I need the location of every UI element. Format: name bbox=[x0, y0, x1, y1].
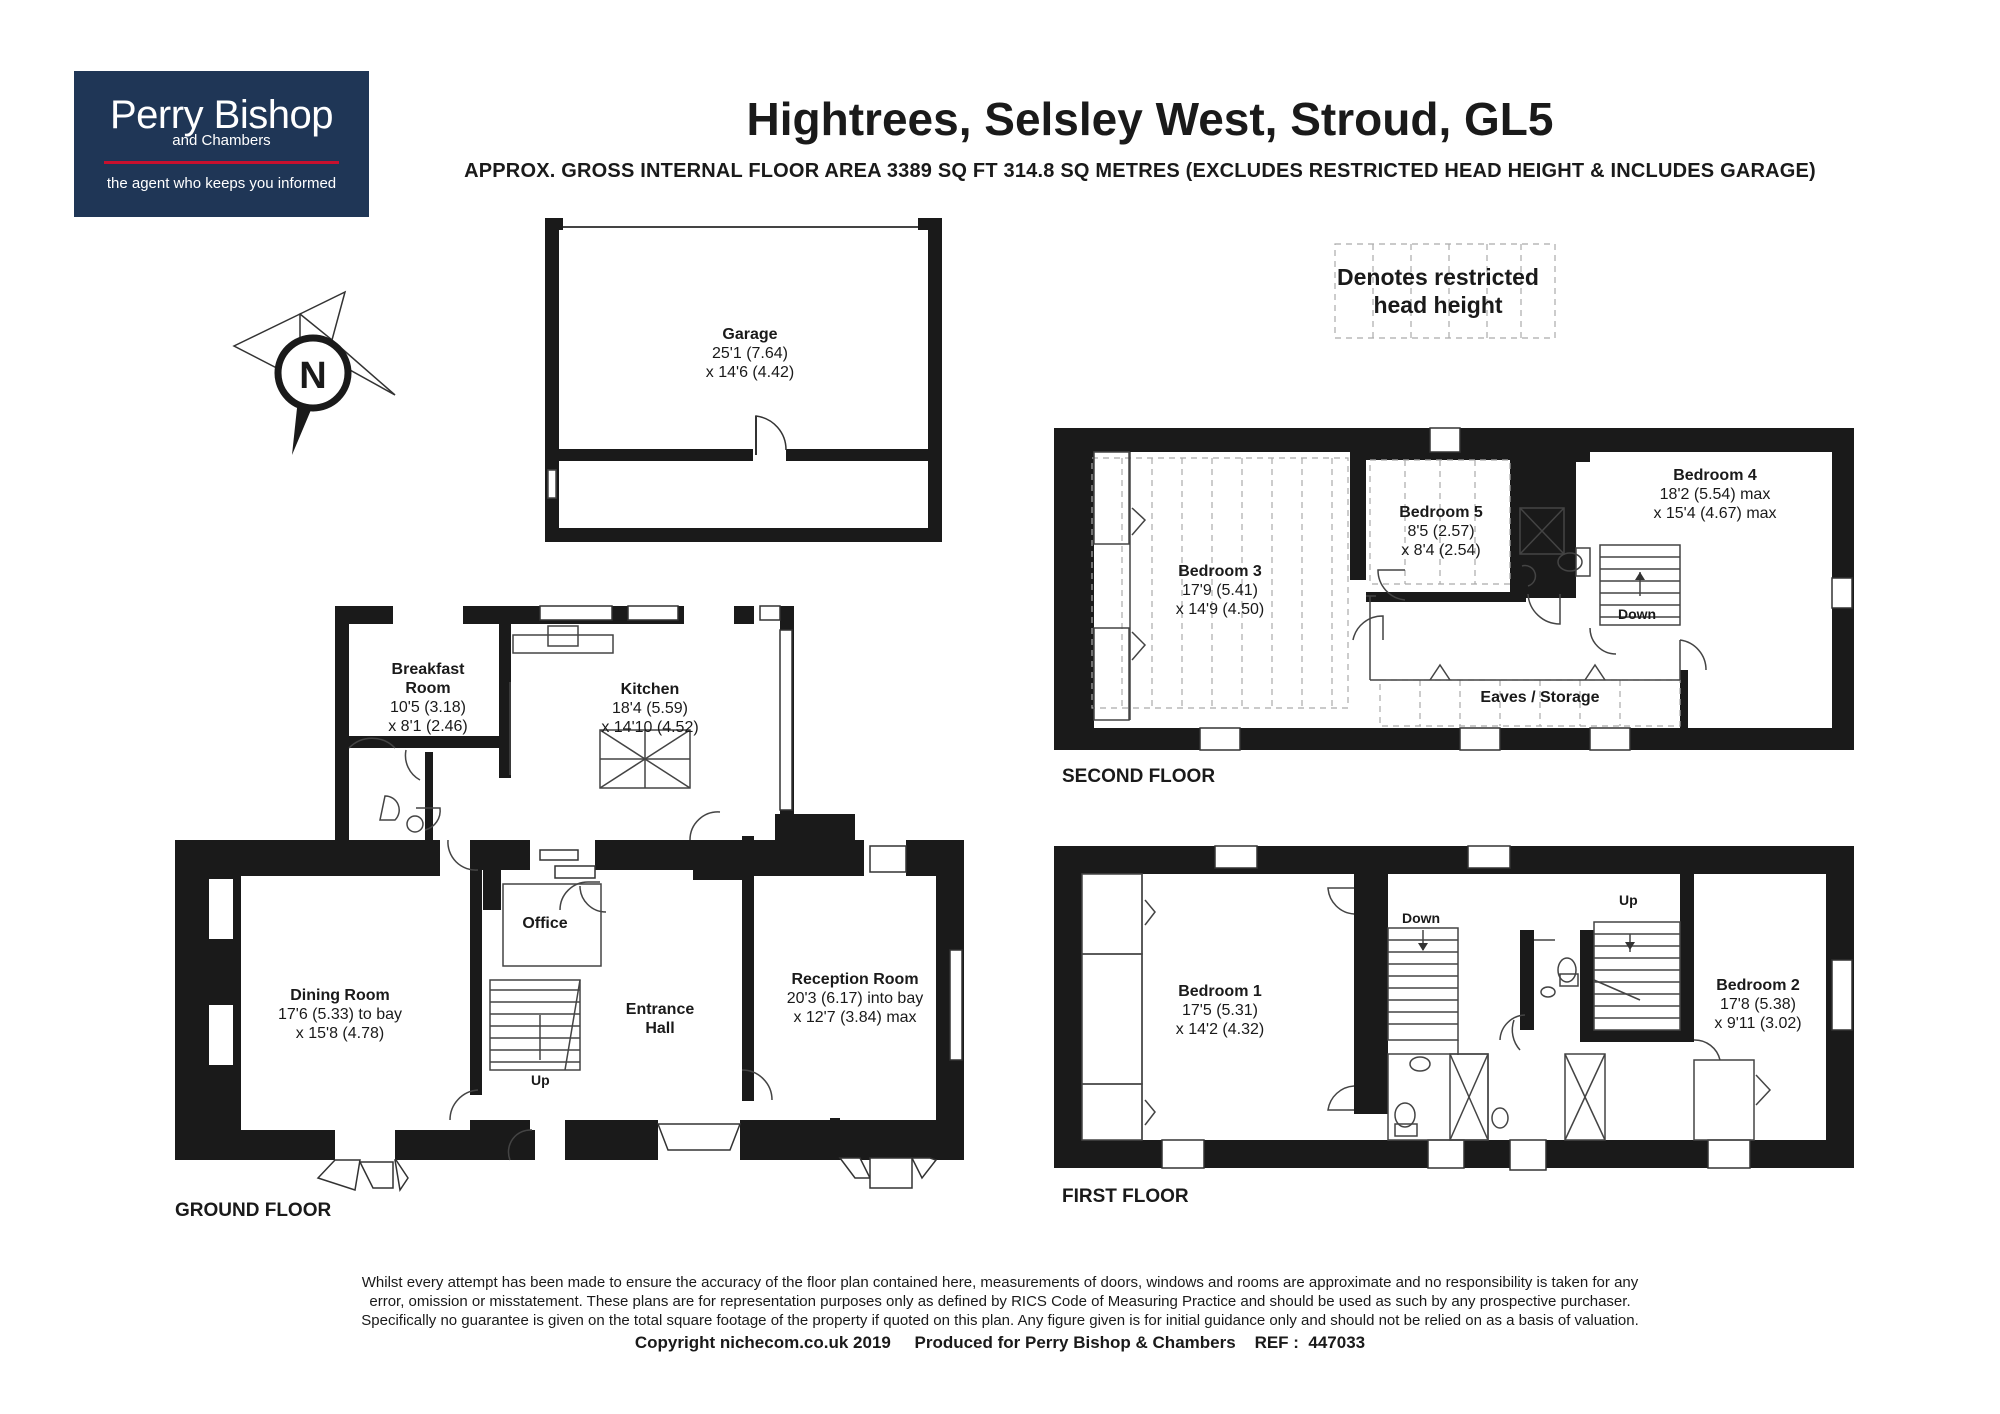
room-name: Garage bbox=[722, 326, 778, 343]
disclaimer-line: Specifically no guarantee is given on th… bbox=[361, 1312, 1639, 1329]
first-floor-fixtures bbox=[1081, 873, 1772, 1141]
ground-floor-walls bbox=[175, 606, 964, 1160]
room-dimension: x 14'6 (4.42) bbox=[705, 364, 795, 381]
room-bedroom-5: Bedroom 5 8'5 (2.57) x 8'4 (2.54) bbox=[1385, 503, 1497, 560]
stair-up-label-ground: Up bbox=[531, 1072, 550, 1088]
logo-subtitle: and Chambers bbox=[172, 132, 271, 149]
logo-brand: Perry Bishop bbox=[110, 93, 333, 137]
room-dimension: 20'3 (6.17) into bay bbox=[786, 990, 924, 1007]
room-name: Bedroom 4 bbox=[1673, 467, 1757, 484]
restricted-height-legend-text: Denotes restricted head height bbox=[1318, 263, 1558, 319]
room-dimension: 17'8 (5.38) bbox=[1720, 996, 1796, 1013]
room-dimension: 25'1 (7.64) bbox=[712, 345, 788, 362]
legend-line-2: head height bbox=[1373, 292, 1503, 318]
room-dimension: x 14'9 (4.50) bbox=[1175, 601, 1265, 618]
floor-label-ground: GROUND FLOOR bbox=[175, 1200, 332, 1221]
room-kitchen: Kitchen 18'4 (5.59) x 14'10 (4.52) bbox=[575, 680, 725, 737]
disclaimer-line: error, omission or misstatement. These p… bbox=[369, 1293, 1631, 1310]
floor-label-first: FIRST FLOOR bbox=[1062, 1186, 1189, 1207]
room-bedroom-1: Bedroom 1 17'5 (5.31) x 14'2 (4.32) bbox=[1160, 982, 1280, 1039]
stair-down-label-first: Down bbox=[1402, 910, 1441, 926]
room-name: Office bbox=[522, 915, 568, 932]
room-dimension: x 12'7 (3.84) max bbox=[793, 1009, 917, 1026]
room-dimension: 17'9 (5.41) bbox=[1182, 582, 1258, 599]
room-dimension: x 8'4 (2.54) bbox=[1401, 542, 1481, 559]
second-floor-windows bbox=[1199, 427, 1853, 751]
garage-walls bbox=[545, 218, 942, 542]
room-dimension: 17'5 (5.31) bbox=[1182, 1002, 1258, 1019]
room-dimension: x 14'2 (4.32) bbox=[1175, 1021, 1265, 1038]
room-garage: Garage 25'1 (7.64) x 14'6 (4.42) bbox=[680, 325, 820, 382]
room-bedroom-3: Bedroom 3 17'9 (5.41) x 14'9 (4.50) bbox=[1150, 562, 1290, 619]
room-dimension: 8'5 (2.57) bbox=[1407, 523, 1475, 540]
room-breakfast: Breakfast Room 10'5 (3.18) x 8'1 (2.46) bbox=[368, 660, 488, 736]
stair-up-label-first: Up bbox=[1619, 892, 1638, 908]
room-name: Room bbox=[405, 680, 451, 697]
room-dimension: x 14'10 (4.52) bbox=[601, 719, 699, 736]
room-dimension: 18'4 (5.59) bbox=[612, 700, 688, 717]
room-name: Bedroom 2 bbox=[1716, 977, 1800, 994]
room-dimension: 10'5 (3.18) bbox=[390, 699, 466, 716]
stair-down-label-second: Down bbox=[1618, 606, 1657, 622]
room-name: Kitchen bbox=[620, 681, 680, 698]
room-name: Reception Room bbox=[791, 971, 919, 988]
room-dimension: x 15'4 (4.67) max bbox=[1653, 505, 1777, 522]
room-name: Bedroom 5 bbox=[1399, 504, 1483, 521]
room-dimension: 18'2 (5.54) max bbox=[1659, 486, 1771, 503]
room-dining: Dining Room 17'6 (5.33) to bay x 15'8 (4… bbox=[255, 986, 425, 1043]
compass-icon: N bbox=[232, 290, 396, 455]
property-title: Hightrees, Selsley West, Stroud, GL5 bbox=[746, 93, 1554, 145]
compass-north-label: N bbox=[299, 355, 326, 397]
second-floor-walls bbox=[1054, 428, 1854, 750]
room-bedroom-4: Bedroom 4 18'2 (5.54) max x 15'4 (4.67) … bbox=[1635, 466, 1795, 523]
floor-label-second: SECOND FLOOR bbox=[1062, 766, 1216, 787]
copyright-line: Copyright nichecom.co.uk 2019 Produced f… bbox=[634, 1333, 1366, 1352]
room-office: Office bbox=[510, 914, 580, 933]
second-floor-fixtures bbox=[1093, 451, 1707, 721]
room-name: Hall bbox=[645, 1020, 675, 1037]
room-reception: Reception Room 20'3 (6.17) into bay x 12… bbox=[760, 970, 950, 1027]
room-dimension: x 15'8 (4.78) bbox=[295, 1025, 385, 1042]
room-entrance-hall: Entrance Hall bbox=[610, 1000, 710, 1038]
room-name: Bedroom 3 bbox=[1178, 563, 1262, 580]
restricted-height-legend bbox=[1334, 243, 1556, 339]
room-name: Bedroom 1 bbox=[1178, 983, 1262, 1000]
floor-area-subtitle: APPROX. GROSS INTERNAL FLOOR AREA 3389 S… bbox=[464, 160, 1816, 182]
logo-divider bbox=[104, 161, 339, 164]
room-name: Eaves / Storage bbox=[1480, 689, 1600, 706]
room-eaves-storage: Eaves / Storage bbox=[1470, 688, 1610, 707]
logo-tagline: the agent who keeps you informed bbox=[106, 175, 337, 192]
room-name: Breakfast bbox=[391, 661, 465, 678]
perry-bishop-logo: Perry Bishop and Chambers the agent who … bbox=[74, 71, 369, 217]
room-bedroom-2: Bedroom 2 17'8 (5.38) x 9'11 (3.02) bbox=[1700, 976, 1816, 1033]
room-dimension: 17'6 (5.33) to bay bbox=[277, 1006, 403, 1023]
ground-floor-windows bbox=[316, 605, 963, 1192]
room-dimension: x 8'1 (2.46) bbox=[388, 718, 468, 735]
second-floor-restricted-areas bbox=[1091, 457, 1681, 727]
first-floor-windows bbox=[1161, 845, 1853, 1171]
room-dimension: x 9'11 (3.02) bbox=[1714, 1015, 1802, 1032]
room-name: Entrance bbox=[625, 1001, 695, 1018]
disclaimer-line: Whilst every attempt has been made to en… bbox=[361, 1274, 1639, 1291]
disclaimer: Whilst every attempt has been made to en… bbox=[270, 1273, 1730, 1330]
ground-floor-fixtures bbox=[348, 625, 773, 1161]
legend-line-1: Denotes restricted bbox=[1337, 264, 1539, 290]
room-name: Dining Room bbox=[290, 987, 390, 1004]
